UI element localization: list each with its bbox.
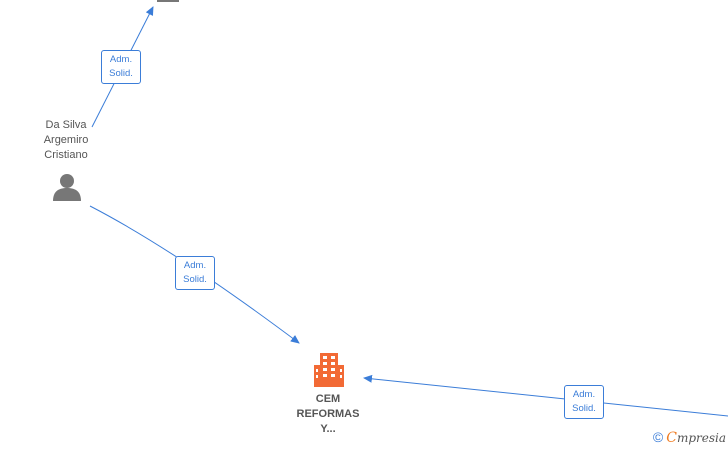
edge-label-line: Solid. (572, 403, 596, 414)
company-name-line: CEM (315, 393, 341, 405)
person-name-line: Argemiro (43, 134, 89, 146)
edge-label-line: Adm. (109, 54, 133, 65)
edge-label-line: Adm. (183, 260, 207, 271)
building-icon[interactable] (314, 353, 344, 387)
edge-label-line: Solid. (109, 68, 133, 79)
company-name-line: Y... (320, 423, 336, 435)
edge-label-line: Solid. (183, 274, 207, 285)
brand-logo-text: mpresia (676, 431, 726, 445)
company-node-name[interactable]: CEM REFORMAS Y... (282, 392, 374, 437)
empresia-watermark: ©Cmpresia (653, 429, 726, 446)
top-node-partial (157, 0, 179, 2)
edge-label-line: Adm. (572, 389, 596, 400)
person-name-line: Da Silva (45, 119, 87, 131)
edge-label-person-to-company[interactable]: Adm. Solid. (175, 256, 215, 290)
company-name-line: REFORMAS (296, 408, 360, 420)
person-node-name[interactable]: Da Silva Argemiro Cristiano (24, 118, 108, 163)
edge-line-right-to-company (363, 374, 728, 417)
person-icon[interactable] (52, 173, 82, 201)
edge-label-right-to-company[interactable]: Adm. Solid. (564, 385, 604, 419)
edge-label-person-to-top[interactable]: Adm. Solid. (101, 50, 141, 84)
brand-logo-initial: C (666, 430, 677, 446)
copyright-icon: © (652, 429, 664, 445)
person-name-line: Cristiano (44, 149, 88, 161)
